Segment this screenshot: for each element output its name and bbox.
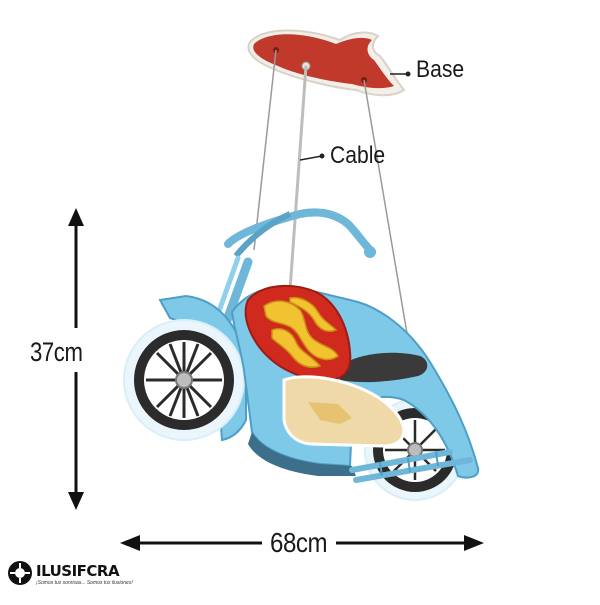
cable-leader — [299, 153, 325, 161]
cable-label: Cable — [330, 142, 386, 169]
brand-tagline: ¡Somos tus sonrisas... Somos tus ilusion… — [36, 580, 133, 586]
height-arrow — [68, 208, 84, 510]
width-dimension-label: 68cm — [270, 527, 328, 558]
brand-name: ILUSIFCRA — [36, 562, 120, 580]
ceiling-base — [247, 29, 406, 97]
height-dimension-label: 37cm — [30, 337, 83, 367]
base-leader — [390, 71, 411, 77]
base-label: Base — [416, 56, 465, 83]
motorcycle — [123, 208, 480, 501]
brand-logo: ILUSIFCRA ¡Somos tus sonrisas... Somos t… — [8, 560, 158, 592]
width-arrow — [120, 535, 484, 551]
brand-logo-icon — [8, 561, 32, 585]
